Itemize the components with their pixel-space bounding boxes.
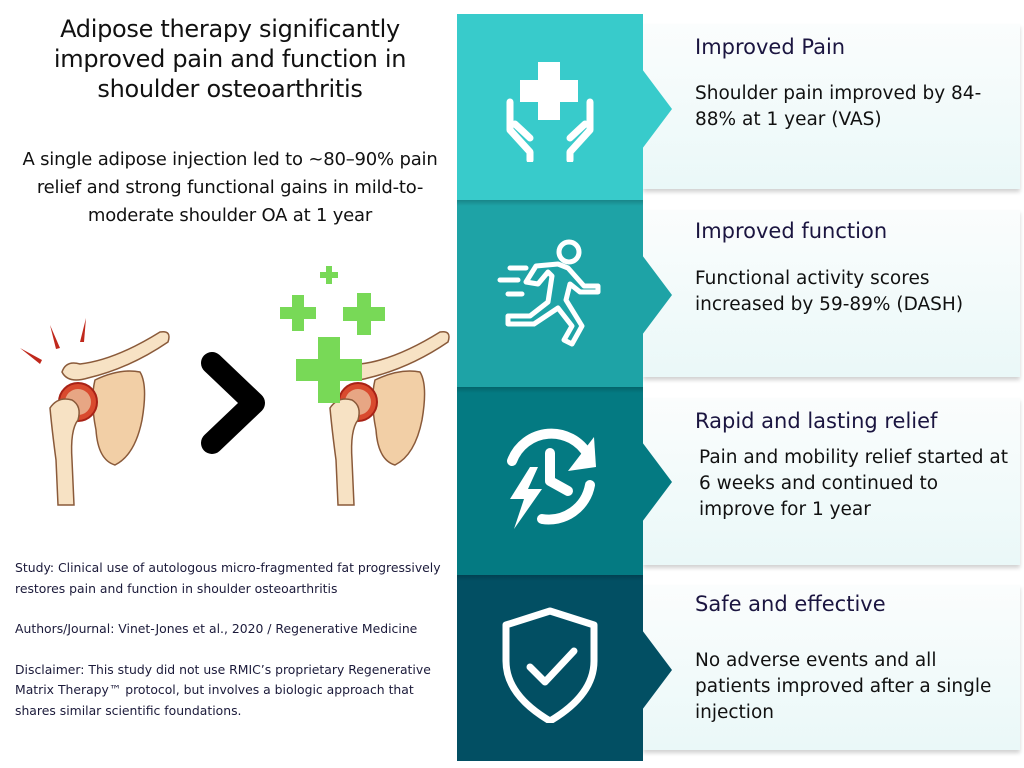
divider-shadow — [457, 387, 643, 393]
page-title: Adipose therapy significantly improved p… — [53, 15, 407, 103]
finding-text: Pain and mobility relief started at 6 we… — [699, 447, 1008, 520]
authors-journal: Authors/Journal: Vinet-Jones et al., 202… — [15, 621, 418, 636]
divider-shadow — [457, 200, 643, 206]
page-subtitle: A single adipose injection led to ~80–90… — [22, 149, 438, 226]
finding-text: Functional activity scores increased by … — [695, 268, 964, 315]
hands-medical-cross-icon — [506, 62, 594, 162]
study-references: Study: Clinical use of autologous micro-… — [15, 558, 455, 721]
finding-title: Improved function — [695, 219, 888, 243]
finding-card-function: Improved function Functional activity sc… — [643, 210, 1020, 377]
running-person-icon — [497, 239, 601, 347]
painful-shoulder-icon — [20, 318, 170, 506]
finding-icon-panel-pain — [457, 14, 672, 200]
divider-shadow — [457, 575, 643, 581]
disclaimer: Disclaimer: This study did not use RMIC’… — [15, 661, 431, 718]
chevron-right-icon — [201, 352, 265, 454]
shield-check-icon — [502, 607, 598, 723]
finding-icon-panel-safety — [457, 575, 672, 761]
finding-title: Improved Pain — [695, 35, 846, 59]
shoulder-comparison-illustration — [20, 266, 450, 506]
healed-shoulder-icon — [280, 266, 450, 506]
finding-card-safety: Safe and effective No adverse events and… — [643, 585, 1020, 750]
finding-title: Safe and effective — [695, 592, 886, 616]
finding-text: Shoulder pain improved by 84-88% at 1 ye… — [695, 83, 982, 130]
finding-icon-panel-function — [457, 200, 672, 387]
finding-card-pain: Improved Pain Shoulder pain improved by … — [643, 24, 1020, 189]
left-column: Adipose therapy significantly improved p… — [0, 0, 455, 768]
study-citation: Study: Clinical use of autologous micro-… — [15, 560, 441, 596]
finding-title: Rapid and lasting relief — [695, 409, 938, 433]
clock-refresh-lightning-icon — [507, 428, 596, 529]
finding-card-relief: Rapid and lasting relief Pain and mobili… — [643, 398, 1020, 565]
finding-text: No adverse events and all patients impro… — [695, 650, 992, 723]
finding-icon-panel-relief — [457, 387, 672, 575]
